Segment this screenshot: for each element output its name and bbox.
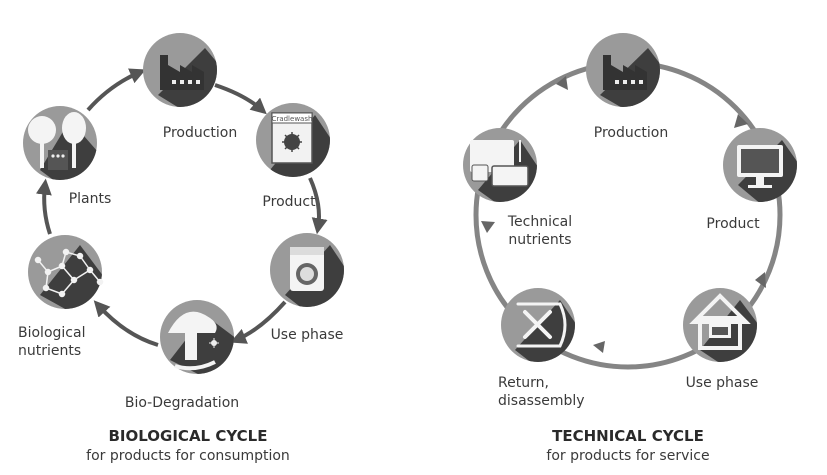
tech-label-tech-nutrients-2: nutrients [508, 232, 571, 248]
devices-icon [470, 140, 529, 187]
bio-label-plants: Plants [69, 191, 112, 207]
tech-label-use-phase: Use phase [686, 375, 759, 391]
tech-label-return-1: Return, [498, 375, 549, 391]
molecule-icon [34, 248, 104, 298]
tools-icon [516, 302, 567, 348]
bio-label-bio-degradation: Bio-Degradation [125, 395, 239, 411]
tech-node-product [723, 128, 797, 202]
monitor-icon [737, 145, 783, 188]
bio-arrow-2 [308, 177, 328, 235]
technical-cycle: Production Product Use phase Return, dis… [463, 33, 797, 464]
tech-label-production: Production [594, 125, 668, 141]
bio-arrow-4 [93, 300, 159, 347]
mushroom-icon [168, 311, 219, 371]
tech-node-technical-nutrients [463, 128, 537, 202]
bio-node-production [143, 33, 217, 107]
tech-arrow-2 [755, 272, 766, 288]
tech-subtitle: for products for service [546, 448, 709, 464]
tech-title: TECHNICAL CYCLE [552, 427, 704, 445]
bio-label-bio-nutrients-1: Biological [18, 325, 85, 341]
bio-label-production: Production [163, 125, 237, 141]
trees-icon [28, 112, 86, 170]
tech-node-return [501, 288, 575, 362]
box-brand-text: Cradlewash [272, 115, 313, 123]
tech-node-production [586, 33, 660, 107]
tech-node-use-phase [683, 288, 757, 362]
tech-arrow-3 [593, 341, 605, 353]
tech-label-return-2: disassembly [498, 393, 585, 409]
tech-arrow-4 [481, 221, 495, 233]
tech-label-product: Product [706, 216, 760, 232]
detergent-box-icon [271, 112, 313, 164]
tech-label-tech-nutrients-1: Technical [507, 214, 572, 230]
bio-label-bio-nutrients-2: nutrients [18, 343, 81, 359]
bio-node-product: Cradlewash [256, 103, 330, 177]
bio-title: BIOLOGICAL CYCLE [109, 427, 268, 445]
bio-node-bio-degradation [160, 300, 234, 374]
tech-arrow-5 [556, 76, 568, 90]
bio-arrow-6 [86, 68, 146, 112]
tech-arrow-1 [734, 114, 748, 128]
factory-icon [160, 55, 204, 90]
house-icon [689, 293, 751, 350]
bio-arrow-1 [214, 83, 267, 115]
bio-label-use-phase: Use phase [271, 327, 344, 343]
factory-icon [603, 55, 647, 90]
bio-node-plants [23, 106, 97, 180]
bio-node-use-phase [270, 233, 344, 307]
bio-subtitle: for products for consumption [86, 448, 290, 464]
bio-arrow-5 [35, 178, 52, 235]
washing-machine-icon [290, 247, 324, 291]
biological-cycle: Cradlewash [18, 33, 344, 464]
bio-label-product: Product [262, 194, 316, 210]
bio-arrow-3 [230, 300, 287, 344]
